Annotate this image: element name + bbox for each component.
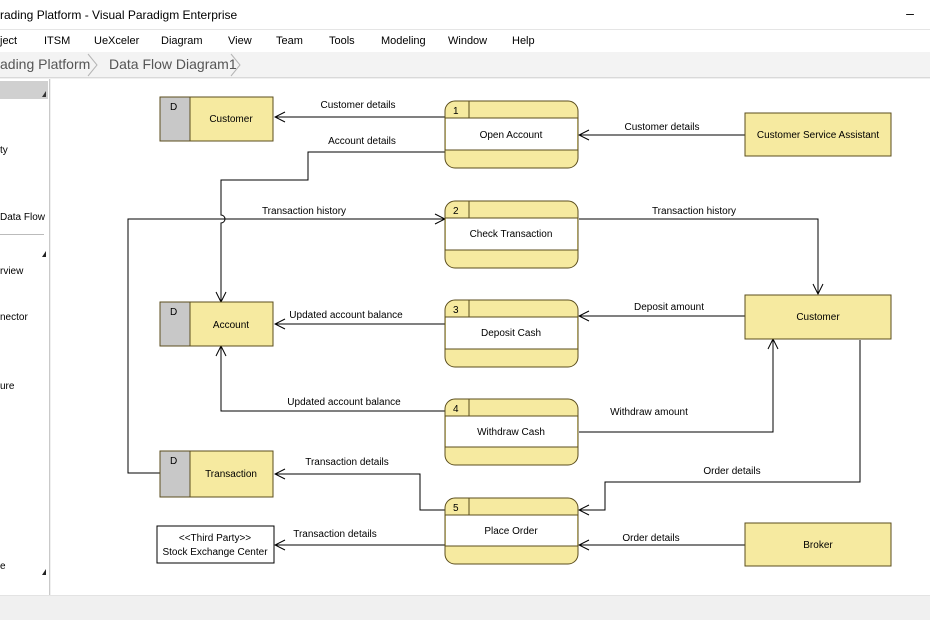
flow-transaction-details-1[interactable] xyxy=(275,474,445,511)
toolbar-group-data-flow[interactable]: Data Flow xyxy=(0,212,46,223)
process-number: 4 xyxy=(453,404,459,415)
process-name: Check Transaction xyxy=(470,229,553,240)
entity-name: Customer xyxy=(796,312,840,323)
process-number: 1 xyxy=(453,106,459,117)
label-withdraw-amount: Withdraw amount xyxy=(610,407,688,418)
process-name: Place Order xyxy=(484,526,538,537)
entity-customer-service-assistant[interactable]: Customer Service Assistant xyxy=(744,112,892,157)
entity-customer[interactable]: Customer xyxy=(744,294,892,340)
label-transaction-history-left: Transaction history xyxy=(262,206,346,217)
store-name: Customer xyxy=(209,114,253,125)
label-customer-details-right: Customer details xyxy=(624,122,699,133)
diagram-canvas[interactable]: Customer details Account details Custome… xyxy=(51,79,930,595)
store-id: D xyxy=(170,102,177,113)
data-store-customer[interactable]: D Customer xyxy=(159,96,274,142)
store-name: Transaction xyxy=(205,469,257,480)
flow-withdraw-amount[interactable] xyxy=(579,339,773,433)
menu-uexceler[interactable]: UeXceler xyxy=(94,35,140,47)
label-account-details: Account details xyxy=(328,136,396,147)
data-flow-diagram: Customer details Account details Custome… xyxy=(127,96,892,567)
process-place-order[interactable]: 5 Place Order xyxy=(444,497,579,565)
process-number: 5 xyxy=(453,503,459,514)
process-number: 3 xyxy=(453,305,459,316)
label-order-details-2: Order details xyxy=(622,533,679,544)
label-updated-balance-1: Updated account balance xyxy=(289,310,403,321)
flow-transaction-history-right[interactable] xyxy=(579,218,818,294)
data-store-transaction[interactable]: D Transaction xyxy=(159,450,274,498)
entity-name: Broker xyxy=(803,540,833,551)
label-transaction-details-2: Transaction details xyxy=(293,529,377,540)
toolbar-item-connector[interactable]: nector xyxy=(0,312,28,323)
flow-order-details-1[interactable] xyxy=(579,340,861,510)
status-bar xyxy=(0,595,930,620)
process-check-transaction[interactable]: 2 Check Transaction xyxy=(444,200,579,269)
group-expand-icon[interactable] xyxy=(42,251,46,257)
window-title: rading Platform - Visual Paradigm Enterp… xyxy=(0,8,238,22)
flow-updated-balance-2[interactable] xyxy=(221,346,445,412)
label-customer-details-left: Customer details xyxy=(320,100,395,111)
store-name: Account xyxy=(213,320,249,331)
menu-diagram[interactable]: Diagram xyxy=(161,35,203,47)
group-expand-icon[interactable] xyxy=(42,569,46,575)
entity-name: Customer Service Assistant xyxy=(757,130,879,141)
label-transaction-details-1: Transaction details xyxy=(305,457,389,468)
flow-account-details[interactable] xyxy=(221,151,445,302)
menu-team[interactable]: Team xyxy=(276,35,303,47)
menu-help[interactable]: Help xyxy=(512,35,535,47)
process-deposit-cash[interactable]: 3 Deposit Cash xyxy=(444,299,579,368)
label-order-details-1: Order details xyxy=(703,466,760,477)
minimize-button[interactable]: – xyxy=(906,5,914,21)
menu-project[interactable]: ject xyxy=(0,35,18,47)
menu-modeling[interactable]: Modeling xyxy=(381,35,426,47)
store-id: D xyxy=(170,456,177,467)
menu-view[interactable]: View xyxy=(228,35,252,47)
diagram-toolbar: ty Data Flow rview nector ure e xyxy=(0,79,50,595)
process-name: Withdraw Cash xyxy=(477,427,545,438)
label-deposit-amount: Deposit amount xyxy=(634,302,704,313)
breadcrumb: ading Platform Data Flow Diagram1 xyxy=(0,52,930,78)
entity-stereotype: <<Third Party>> xyxy=(179,533,251,544)
data-store-account[interactable]: D Account xyxy=(159,301,274,347)
menu-bar: ject ITSM UeXceler Diagram View Team Too… xyxy=(0,30,930,52)
breadcrumb-project[interactable]: ading Platform xyxy=(0,56,91,72)
label-updated-balance-2: Updated account balance xyxy=(287,397,401,408)
toolbar-item-entity[interactable]: ty xyxy=(0,145,8,156)
toolbar-item-structure[interactable]: ure xyxy=(0,381,15,392)
process-withdraw-cash[interactable]: 4 Withdraw Cash xyxy=(444,398,579,466)
toolbar-header xyxy=(0,81,48,99)
toolbar-item-overview[interactable]: rview xyxy=(0,266,24,277)
menu-itsm[interactable]: ITSM xyxy=(44,35,71,47)
process-name: Deposit Cash xyxy=(481,328,541,339)
label-transaction-history-right: Transaction history xyxy=(652,206,736,217)
menu-tools[interactable]: Tools xyxy=(329,35,355,47)
toolbar-divider xyxy=(0,234,44,235)
process-number: 2 xyxy=(453,206,459,217)
collapse-icon[interactable] xyxy=(42,91,46,97)
menu-window[interactable]: Window xyxy=(448,35,488,47)
store-id: D xyxy=(170,307,177,318)
process-name: Open Account xyxy=(480,130,543,141)
title-bar: rading Platform - Visual Paradigm Enterp… xyxy=(0,0,930,30)
breadcrumb-separator-icon xyxy=(87,53,98,77)
entity-stock-exchange-center[interactable]: <<Third Party>> Stock Exchange Center xyxy=(156,525,275,564)
process-open-account[interactable]: 1 Open Account xyxy=(444,100,579,169)
flow-lines xyxy=(127,117,861,545)
breadcrumb-diagram[interactable]: Data Flow Diagram1 xyxy=(109,56,237,72)
entity-name: Stock Exchange Center xyxy=(162,547,268,558)
entity-broker[interactable]: Broker xyxy=(744,522,892,567)
flow-transaction-history-left[interactable] xyxy=(127,219,445,474)
breadcrumb-separator-icon xyxy=(230,53,241,77)
toolbar-item-more[interactable]: e xyxy=(0,561,6,572)
